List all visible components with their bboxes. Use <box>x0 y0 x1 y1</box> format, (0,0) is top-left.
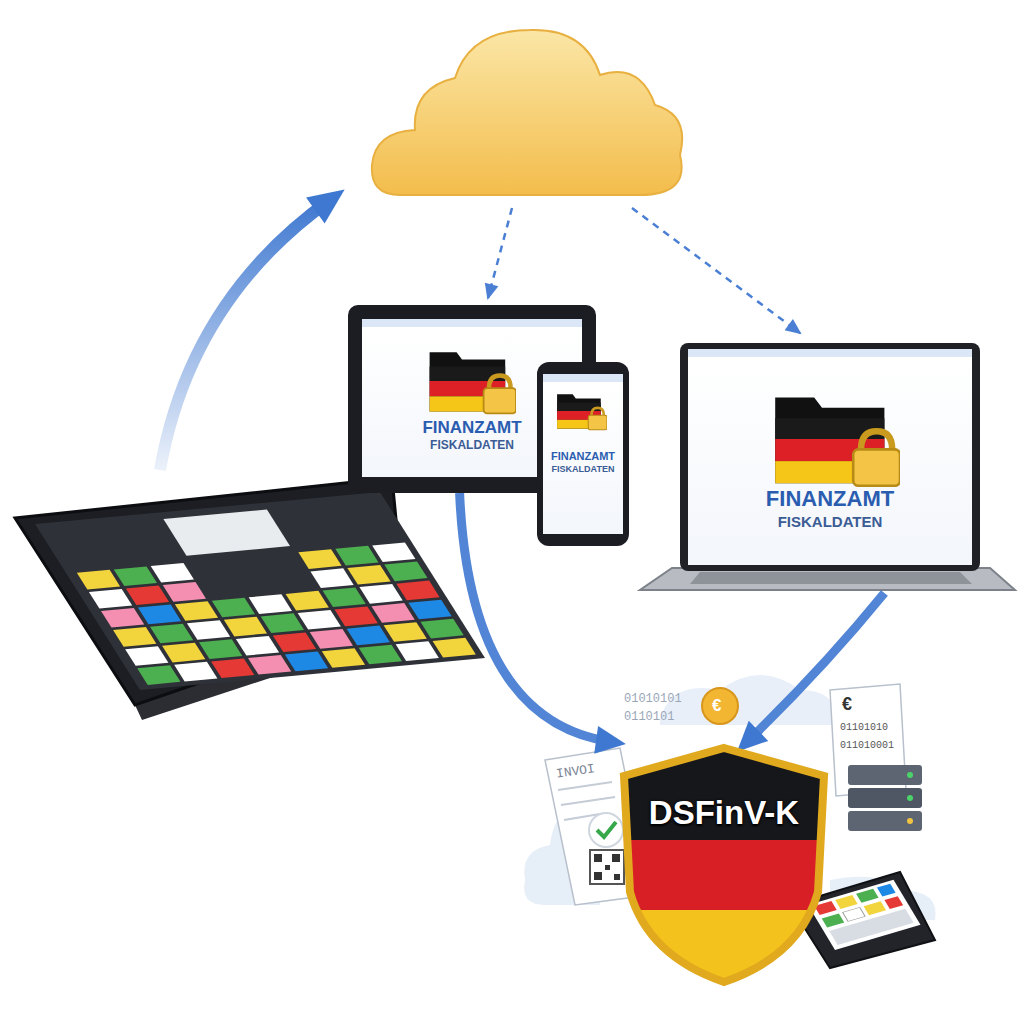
node-heading: FINANZAMT <box>688 485 972 513</box>
pos-key <box>273 632 316 652</box>
pos-key <box>384 561 427 581</box>
pos-key <box>335 607 378 627</box>
flow-arrow <box>747 593 884 742</box>
pos-key <box>175 601 218 621</box>
node-subtext: FISKALDATEN <box>688 513 972 532</box>
text-block: FINANZAMTFISKALDATEN <box>688 485 972 531</box>
pos-key <box>137 665 180 685</box>
sync-arrow <box>632 208 800 333</box>
folder-icon <box>426 345 516 417</box>
pos-key <box>89 589 132 609</box>
pos-key <box>433 638 476 658</box>
node-heading: DSFinV-K <box>634 792 814 833</box>
pos-key <box>187 620 230 640</box>
pos-key <box>285 652 328 672</box>
illustration-label: 01010101 <box>624 692 682 706</box>
device-screen: FINANZAMTFISKALDATEN <box>640 343 1016 593</box>
pos-key <box>396 641 439 661</box>
pos-key <box>347 626 390 646</box>
pos-key <box>126 585 169 605</box>
pos-key <box>384 622 427 642</box>
pos-key <box>236 636 279 656</box>
pos-key <box>248 655 291 675</box>
pos-key <box>261 613 304 633</box>
pos-key <box>125 646 168 666</box>
pos-key <box>335 546 378 566</box>
pos-key <box>113 627 156 647</box>
pos-key <box>162 643 205 663</box>
pos-key <box>298 610 341 630</box>
node-subtext: FISKALDATEN <box>543 464 623 475</box>
pos-key <box>420 619 463 639</box>
pos-key <box>372 542 415 562</box>
text-block: DSFinV-K <box>634 792 814 833</box>
illustration-label: € <box>712 696 721 716</box>
sync-arrow <box>488 208 512 298</box>
illustration-label: € <box>842 694 852 715</box>
folder-icon <box>555 390 607 436</box>
pos-key <box>114 566 157 586</box>
folder-icon <box>770 387 900 491</box>
folder-icon <box>770 387 900 495</box>
pos-key <box>249 594 292 614</box>
folder-icon <box>555 390 607 432</box>
pos-key <box>396 581 439 601</box>
pos-key <box>138 605 181 625</box>
upload-arrow <box>160 200 330 470</box>
pos-key <box>310 629 353 649</box>
pos-key <box>371 603 414 623</box>
text-block: FINANZAMTFISKALDATEN <box>543 450 623 475</box>
pos-key <box>163 582 206 602</box>
pos-key <box>224 617 267 637</box>
pos-key <box>322 587 365 607</box>
pos-terminal <box>15 478 485 720</box>
device-screen: FINANZAMTFISKALDATEN <box>537 362 629 546</box>
cloud <box>372 30 682 195</box>
coin <box>702 688 738 724</box>
pos-key <box>212 598 255 618</box>
illustration-label: 01101010 <box>840 722 888 733</box>
pos-key <box>211 658 254 678</box>
node-heading: FINANZAMT <box>543 450 623 464</box>
pos-key <box>310 568 353 588</box>
pos-key <box>347 565 390 585</box>
pos-key <box>174 662 217 682</box>
pos-key <box>150 624 193 644</box>
pos-key <box>359 584 402 604</box>
pos-key <box>286 591 329 611</box>
pos-key <box>298 549 341 569</box>
folder-icon <box>426 345 516 421</box>
pos-key <box>408 600 451 620</box>
pos-key <box>199 639 242 659</box>
illustration-label: 011010001 <box>840 740 894 751</box>
shield-badge: DSFinV-K <box>612 742 837 987</box>
pos-key <box>322 648 365 668</box>
pos-key <box>151 563 194 583</box>
shield-outline <box>612 742 837 987</box>
laptop-base <box>640 568 1015 590</box>
pos-key <box>359 645 402 665</box>
pos-key <box>77 570 120 590</box>
pos-key <box>101 608 144 628</box>
illustration-label: 0110101 <box>624 710 674 724</box>
server-rack <box>848 765 922 831</box>
